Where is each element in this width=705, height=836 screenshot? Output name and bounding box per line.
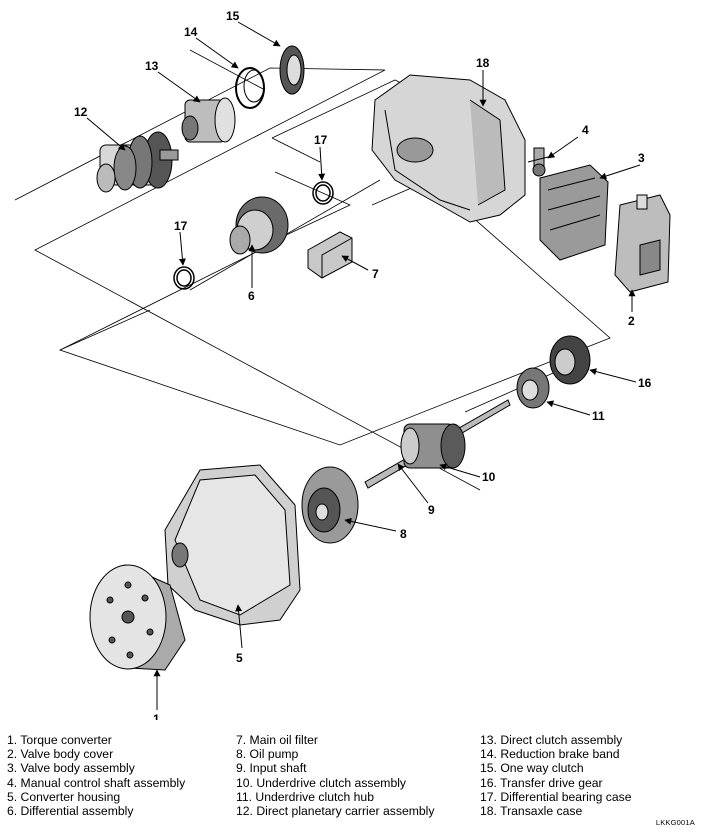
direct-planetary-carrier-assembly <box>96 131 179 193</box>
manual-control-shaft-assembly <box>527 147 553 177</box>
differential-assembly <box>229 196 289 255</box>
callout-1: 1 <box>153 712 160 720</box>
legend-item: 8. Oil pump <box>236 747 299 762</box>
legend-column-3: 13. Direct clutch assembly 14. Reduction… <box>480 733 632 818</box>
figure-code: LKKG001A <box>655 818 695 827</box>
transaxle-case <box>371 74 526 223</box>
main-oil-filter <box>307 231 353 279</box>
legend-item: 2. Valve body cover <box>7 747 114 762</box>
legend-item: 12. Direct planetary carrier assembly <box>236 804 435 819</box>
callout-9: 9 <box>428 503 435 517</box>
exploded-transaxle-diagram: 1 2 3 4 5 6 7 8 9 10 11 16 12 13 14 15 1… <box>14 9 671 720</box>
legend-item: 6. Differential assembly <box>7 804 134 819</box>
torque-converter <box>89 564 186 671</box>
legend-item: 17. Differential bearing case <box>480 789 632 804</box>
differential-bearing-case-upper <box>312 181 334 205</box>
callout-3: 3 <box>638 151 645 165</box>
legend-item: 13. Direct clutch assembly <box>480 733 623 747</box>
legend-item: 1. Torque converter <box>7 733 112 747</box>
callout-numbers: 1 2 3 4 5 6 7 8 9 10 11 16 12 13 14 15 1… <box>74 9 652 720</box>
valve-body-cover <box>614 194 671 293</box>
callout-11: 11 <box>592 409 605 423</box>
legend-item: 10. Underdrive clutch assembly <box>236 775 407 790</box>
callout-16: 16 <box>638 376 652 390</box>
legend-column-2: 7. Main oil filter 8. Oil pump 9. Input … <box>236 733 434 818</box>
callout-10: 10 <box>482 470 496 484</box>
callout-12: 12 <box>74 105 88 119</box>
callout-17-upper: 17 <box>314 133 328 147</box>
legend-item: 7. Main oil filter <box>236 733 318 747</box>
underdrive-clutch-hub <box>516 367 550 409</box>
differential-bearing-case-lower <box>173 266 195 290</box>
legend-item: 3. Valve body assembly <box>7 761 135 776</box>
callout-17-lower: 17 <box>174 219 188 233</box>
legend-item: 15. One way clutch <box>480 761 584 776</box>
legend-column-1: 1. Torque converter 2. Valve body cover … <box>7 733 185 818</box>
oil-pump <box>301 466 359 544</box>
callout-5: 5 <box>236 651 243 665</box>
callout-13: 13 <box>145 59 159 73</box>
callout-18: 18 <box>476 56 490 70</box>
one-way-clutch <box>279 45 305 95</box>
callout-15: 15 <box>226 9 240 23</box>
underdrive-clutch-assembly <box>400 423 466 469</box>
transfer-drive-gear <box>549 335 591 385</box>
callout-8: 8 <box>400 527 407 541</box>
callout-4: 4 <box>582 123 589 137</box>
callout-2: 2 <box>628 314 635 328</box>
legend-item: 16. Transfer drive gear <box>480 775 603 790</box>
callout-14: 14 <box>184 25 198 39</box>
converter-housing <box>164 464 301 626</box>
legend-item: 9. Input shaft <box>236 761 307 776</box>
legend-item: 5. Converter housing <box>7 789 121 804</box>
legend-item: 4. Manual control shaft assembly <box>7 775 186 790</box>
callout-leaders <box>86 21 641 710</box>
legend-item: 14. Reduction brake band <box>480 747 620 762</box>
legend-item: 18. Transaxle case <box>480 804 583 819</box>
callout-7: 7 <box>372 267 379 281</box>
direct-clutch-assembly <box>181 97 236 143</box>
valve-body-assembly <box>539 164 609 261</box>
callout-6: 6 <box>248 289 255 303</box>
reduction-brake-band <box>235 67 265 109</box>
legend-item: 11. Underdrive clutch hub <box>236 789 374 804</box>
